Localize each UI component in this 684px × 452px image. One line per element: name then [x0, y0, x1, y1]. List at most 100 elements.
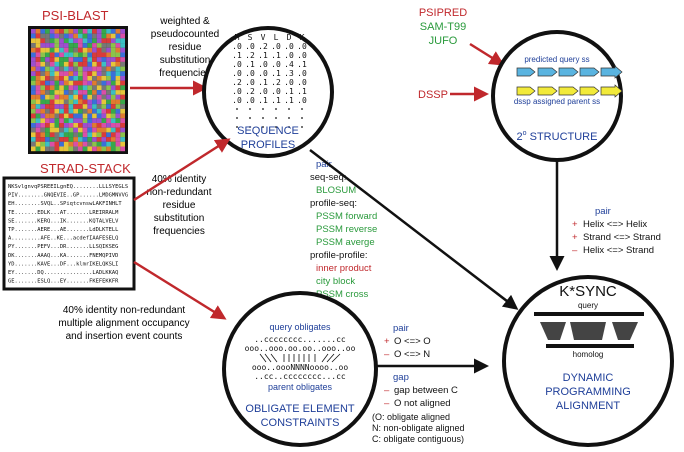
msa-cell	[101, 127, 107, 133]
arrow-strad-to-obligates	[133, 260, 227, 320]
msa-cell	[87, 118, 93, 123]
profile-cell: .1	[271, 51, 281, 60]
ss-input-samt99: SAM-T99	[420, 21, 466, 33]
msa-cell	[92, 38, 97, 44]
msa-cell	[106, 137, 111, 142]
msa-cell	[73, 127, 78, 133]
msa-cell	[63, 43, 69, 48]
msa-cell	[54, 66, 60, 72]
msa-cell	[63, 104, 69, 109]
msa-cell	[40, 104, 46, 109]
msa-cell	[40, 99, 46, 105]
msa-cell	[87, 108, 93, 114]
msa-cell	[106, 108, 111, 114]
msa-cell	[31, 71, 36, 76]
msa-cell	[101, 90, 107, 95]
msa-cell	[96, 38, 102, 44]
msa-cell	[110, 123, 116, 128]
strad-line: A.........AFE..KE...acdefIAAFESELQ	[8, 236, 118, 242]
msa-cell	[87, 146, 93, 152]
msa-cell	[82, 57, 88, 62]
msa-cell	[63, 57, 69, 62]
msa-cell	[78, 80, 83, 86]
obligate-pair-sign: –	[384, 349, 390, 360]
ss-pair-sign: +	[572, 232, 578, 243]
msa-cell	[73, 94, 78, 100]
ss-element-arrow	[600, 65, 623, 79]
msa-cell	[82, 137, 88, 142]
msa-cell	[31, 57, 36, 62]
msa-cell	[101, 29, 107, 34]
msa-cell	[82, 52, 88, 58]
msa-cell	[110, 29, 116, 34]
msa-cell	[35, 85, 41, 91]
msa-cell	[110, 47, 116, 53]
strad-line: GE.......ESLQ...EY.......FKEFEKKFR	[8, 279, 119, 285]
msa-cell	[92, 94, 97, 100]
msa-cell	[96, 99, 102, 105]
msa-cell	[35, 29, 41, 34]
msa-cell	[68, 146, 74, 152]
msa-cell	[78, 146, 83, 152]
msa-cell	[106, 33, 111, 39]
ss-element-arrow	[516, 86, 536, 96]
msa-cell	[115, 146, 121, 152]
msa-cell	[59, 132, 64, 138]
msa-cell	[54, 132, 60, 138]
psiblast-note: weighted & pseudocounted residue substit…	[151, 16, 219, 79]
msa-cell	[110, 71, 116, 76]
profile-cell: .0	[232, 96, 242, 105]
ss-pair-text: Helix <=> Helix	[583, 219, 647, 230]
msa-cell	[120, 80, 125, 86]
msa-cell	[68, 43, 74, 48]
profile-cell: .0	[245, 78, 255, 87]
msa-cell	[40, 94, 46, 100]
msa-cell	[49, 71, 55, 76]
msa-cell	[73, 52, 78, 58]
msa-cell	[92, 99, 97, 105]
msa-cell	[49, 137, 55, 142]
msa-cell	[87, 38, 93, 44]
profile-continuation-dot	[275, 126, 277, 128]
msa-cell	[110, 52, 116, 58]
msa-cell	[49, 29, 55, 34]
msa-cell	[106, 71, 111, 76]
strad-note1-line: frequencies	[153, 226, 205, 237]
obligate-pair-sign: +	[384, 336, 390, 347]
arrow-predictors-to-structure	[469, 42, 505, 66]
msa-cell	[40, 80, 46, 86]
obligate-legend-line: N: non-obligate aligned	[372, 423, 465, 433]
msa-cell	[110, 85, 116, 91]
query-ss-label: predicted query ss	[524, 55, 589, 64]
msa-cell	[115, 85, 121, 91]
msa-cell	[45, 66, 50, 72]
msa-cell	[59, 146, 64, 152]
msa-cell	[35, 38, 41, 44]
profile-cell: .1	[284, 87, 294, 96]
strad-line: TE.......EDLK...AT.......LREIRRALM	[8, 210, 119, 216]
msa-cell	[106, 52, 111, 58]
msa-cell	[120, 137, 125, 142]
msa-cell	[73, 118, 78, 123]
strad-alignment: NKSvlgnvqPSREEILgnEQ........LLLSYEGLSPIV…	[8, 184, 128, 285]
obligate-pair-terms: pair + O <=> O – O <=> N gap – gap betwe…	[384, 323, 458, 409]
msa-cell	[31, 38, 36, 44]
msa-cell	[73, 29, 78, 34]
obligate-legend: (O: obligate aligned N: non-obligate ali…	[372, 412, 465, 444]
msa-cell	[63, 52, 69, 58]
msa-cell	[82, 90, 88, 95]
msa-cell	[31, 127, 36, 133]
msa-cell	[120, 104, 125, 109]
msa-cell	[87, 33, 93, 39]
msa-cell	[59, 33, 64, 39]
msa-cell	[63, 71, 69, 76]
msa-cell	[92, 43, 97, 48]
msa-cell	[54, 71, 60, 76]
profile-cell: .0	[232, 60, 242, 69]
msa-cell	[68, 118, 74, 123]
msa-cell	[87, 29, 93, 34]
msa-cell	[54, 76, 60, 81]
msa-cell	[63, 118, 69, 123]
msa-cell	[63, 90, 69, 95]
